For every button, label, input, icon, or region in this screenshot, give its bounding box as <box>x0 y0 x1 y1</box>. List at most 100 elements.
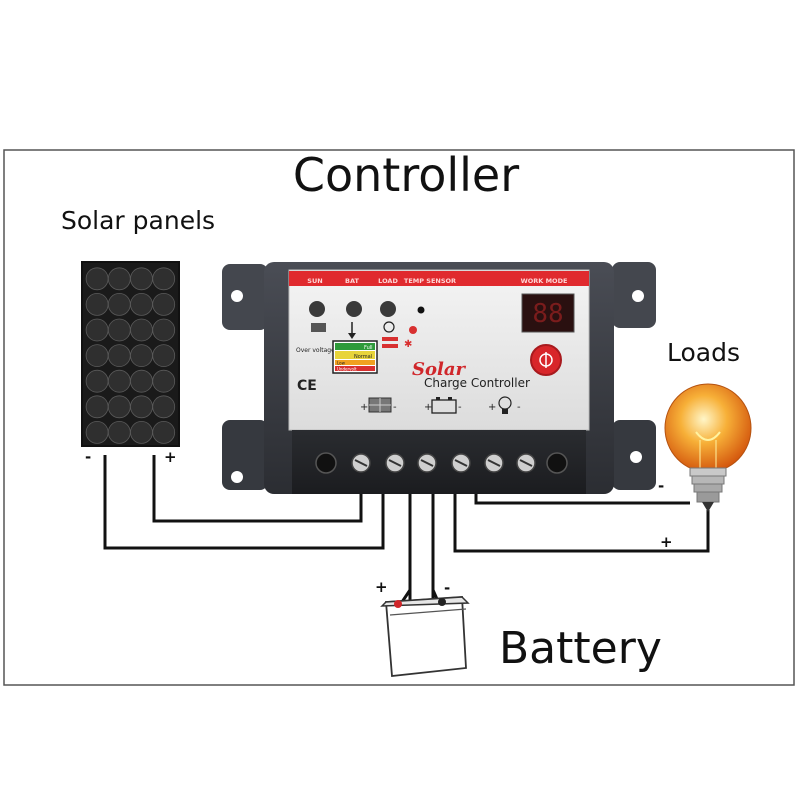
bulb-base <box>696 491 720 503</box>
battery-plus-sign: + <box>375 578 388 596</box>
solar-cell <box>107 344 131 368</box>
mode-display <box>521 293 575 333</box>
solar-panel-cells <box>85 267 176 444</box>
load-led <box>380 301 396 317</box>
solar-cell <box>85 369 109 393</box>
solar-cell <box>85 292 109 316</box>
load-terminal-plus: + <box>488 402 496 413</box>
screw-slot <box>420 459 434 467</box>
solar-cell <box>130 344 153 368</box>
terminal-block <box>292 430 586 494</box>
mount-hole-right <box>632 290 644 302</box>
brand-label: Solar <box>412 359 467 380</box>
solar-cell <box>130 318 153 342</box>
indicator-bat-label: BAT <box>345 277 359 285</box>
indicator-load-label: LOAD <box>378 277 398 285</box>
indicator-sun-label: SUN <box>307 277 322 285</box>
load-terminal-minus: - <box>517 402 521 413</box>
load-warning-icon <box>409 326 417 334</box>
status-graphic: Over voltage Full Normal Low Undervolt ✱ <box>296 321 417 374</box>
panel-terminal-minus: - <box>393 402 397 413</box>
solar-cell <box>130 369 153 393</box>
solar-cell <box>152 395 176 419</box>
solar-cell <box>85 318 109 342</box>
solar-cell <box>107 369 131 393</box>
solar-cell <box>152 292 176 316</box>
solar-cell <box>152 267 176 291</box>
mount-ear-left <box>222 264 268 330</box>
solar-cell <box>152 369 176 393</box>
charge-controller-label: Charge Controller <box>424 376 530 390</box>
load-plus-sign: + <box>660 533 673 551</box>
indicator-strip <box>289 271 589 286</box>
solar-cell <box>152 420 176 444</box>
panel-terminal-plus: + <box>360 402 368 413</box>
battery <box>380 596 470 677</box>
indicator-mode-label: WORK MODE <box>521 277 568 285</box>
indicator-temp-label: TEMP SENSOR <box>404 277 456 285</box>
solar-panel <box>81 261 180 447</box>
low-label: Low <box>337 361 346 366</box>
sun-led <box>309 301 325 317</box>
solar-cell <box>85 420 109 444</box>
undervolt-label: Undervolt <box>337 367 357 372</box>
screw-slot <box>388 459 402 467</box>
solar-cell <box>107 267 131 291</box>
ce-mark-icon: CE <box>297 378 317 394</box>
battery-terminal-plus: + <box>424 402 432 413</box>
battery-plus-post <box>394 600 402 608</box>
panel-minus-wire <box>103 455 385 550</box>
charge-controller: SUN BAT LOAD TEMP SENSOR WORK MODE 88 Ov… <box>222 262 656 494</box>
bulb-filament <box>695 431 721 441</box>
solar-panels-label: Solar panels <box>61 206 215 235</box>
panel-plus-wire <box>152 455 363 523</box>
screw-slot <box>487 459 501 467</box>
solar-cell <box>85 395 109 419</box>
bulb-glass <box>664 383 752 473</box>
screw-slot <box>519 459 533 467</box>
solar-cell <box>130 267 153 291</box>
load-minus-sign: - <box>658 477 664 495</box>
battery-icon <box>431 399 457 414</box>
solar-cell <box>152 318 176 342</box>
terminal-screws <box>315 452 568 474</box>
solar-cell <box>107 420 131 444</box>
mount-hole-bottom-left <box>231 471 243 483</box>
solar-cell <box>130 395 153 419</box>
battery-minus-post <box>438 598 446 606</box>
battery-label: Battery <box>499 623 662 674</box>
temp-sensor-dot <box>417 306 425 314</box>
light-bulb <box>664 383 752 512</box>
solar-cell <box>85 344 109 368</box>
panel-minus-sign: - <box>85 448 91 466</box>
terminal-cap <box>315 452 337 474</box>
solar-cell <box>107 318 131 342</box>
title-label: Controller <box>293 148 519 202</box>
panel-plus-sign: + <box>164 448 177 466</box>
solar-cell <box>107 395 131 419</box>
solar-cell <box>130 420 153 444</box>
load-flash-icon: ✱ <box>404 339 412 350</box>
solar-panel-icon-small <box>311 323 326 332</box>
load-bulb-icon-small <box>383 321 395 333</box>
bat-led <box>346 301 362 317</box>
over-voltage-label: Over voltage <box>296 347 335 354</box>
solar-cell <box>130 292 153 316</box>
battery-terminal-minus: - <box>458 402 462 413</box>
solar-cell <box>85 267 109 291</box>
load-plus-wire <box>453 472 710 553</box>
terminal-cap <box>546 452 568 474</box>
mode-display-digits: 88 <box>532 299 563 329</box>
solar-cell <box>107 292 131 316</box>
loads-label: Loads <box>667 338 740 367</box>
screw-slot <box>454 459 468 467</box>
screw-slot <box>354 459 368 467</box>
mount-hole-bottom-right <box>630 451 642 463</box>
mount-hole-left <box>231 290 243 302</box>
full-label: Full <box>364 345 373 351</box>
normal-label: Normal <box>354 354 372 360</box>
solar-cell <box>152 344 176 368</box>
battery-minus-sign: - <box>444 579 450 597</box>
